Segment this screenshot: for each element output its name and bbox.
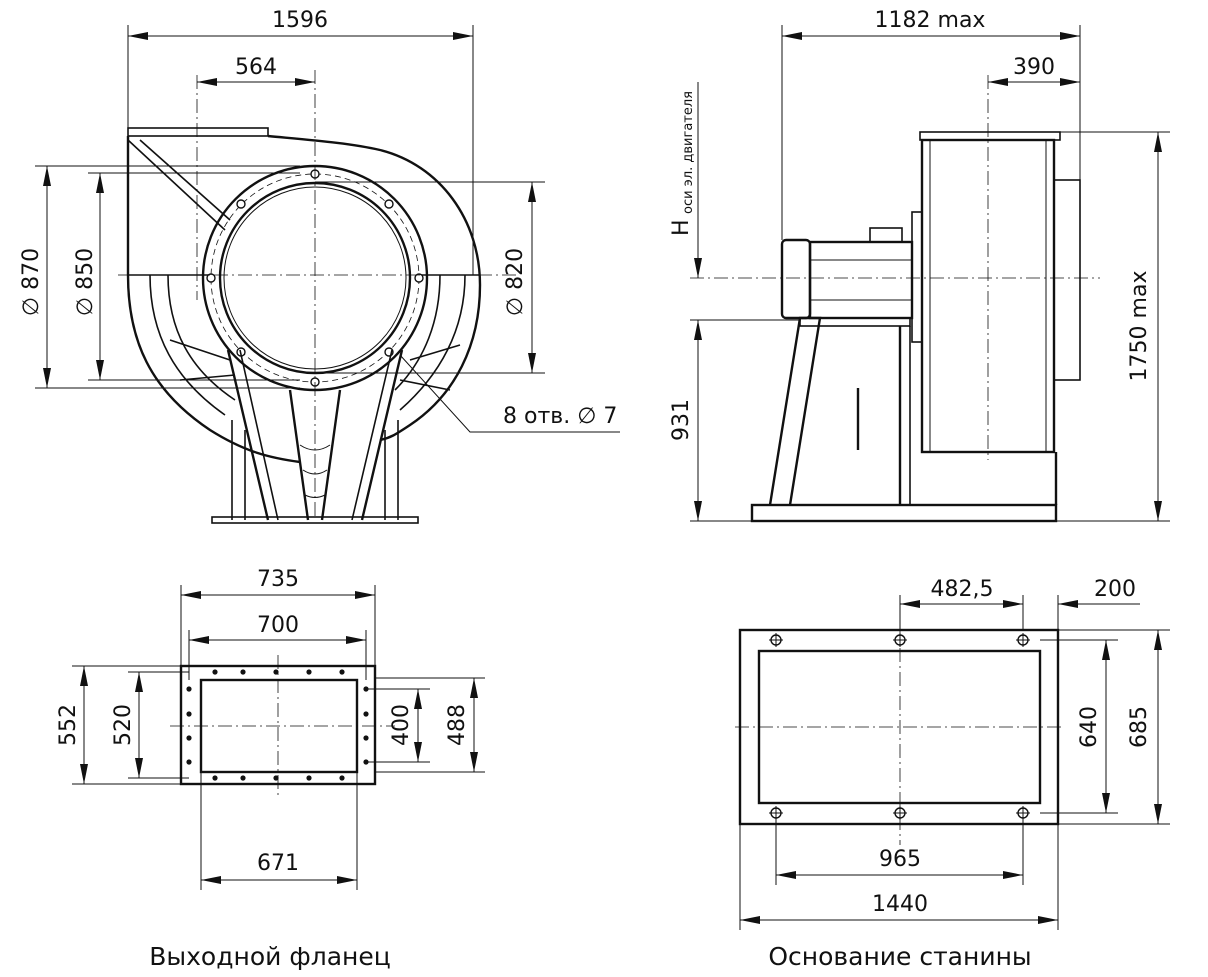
outlet-diagonal-2: [139, 139, 231, 221]
motor-axis-label-h: H: [669, 219, 694, 236]
dim-width-total-label: 1596: [272, 8, 328, 33]
inlet-hole: [236, 199, 246, 209]
scroll-inner-4: [399, 274, 466, 411]
scroll-inner-1: [149, 274, 226, 416]
dim-base-outer-w-label: 1440: [872, 892, 928, 917]
motor-axis-label-sub: оси эл. двигателя: [681, 91, 696, 214]
inlet-hole: [384, 199, 394, 209]
dim-depth-max-label: 1182 max: [875, 8, 986, 33]
side-inlet: [1053, 179, 1081, 381]
holes-label: 8 отв. ∅ 7: [503, 404, 617, 429]
side-view: 1182 max 390 1750 max 931 H оси эл. двиг…: [669, 8, 1170, 523]
scroll-inner-2: [167, 274, 236, 401]
inlet-hole: [206, 273, 216, 283]
dim-dia-870-label: ∅ 870: [19, 248, 44, 316]
dim-flange-bolt-w-label: 671: [257, 851, 299, 876]
dim-base-inner-h-label: 640: [1077, 706, 1102, 748]
front-view: 1596 564 ∅ 870 ∅ 850 ∅ 820 8 отв. ∅ 7: [19, 8, 620, 524]
inlet-hole: [414, 273, 424, 283]
outlet-diagonal-1: [127, 139, 226, 231]
frame-base: [750, 503, 1058, 523]
outlet-flange-view: 735 700 671 552 520 400 488 Выходной фла…: [56, 567, 485, 971]
outlet-flange-caption: Выходной фланец: [149, 942, 391, 971]
dim-outlet-offset-label: 564: [235, 55, 277, 80]
dim-dia-820-label: ∅ 820: [503, 248, 528, 316]
dim-flange-inner-h-label: 520: [111, 704, 136, 746]
base-holes: [769, 633, 1030, 820]
motor-terminal-box: [869, 227, 903, 243]
flange-bolts: [186, 669, 369, 781]
dim-axis-height-label: 931: [669, 399, 694, 441]
side-motor-flange: [911, 211, 923, 343]
dim-base-outer-h-label: 685: [1127, 706, 1152, 748]
dim-base-edge-offset-label: 200: [1094, 577, 1136, 602]
scroll-inner-3: [394, 274, 441, 391]
scroll-braces: [169, 339, 461, 391]
dim-flange-bolt-h2-label: 488: [445, 704, 470, 746]
dim-flange-inner-w-label: 700: [257, 613, 299, 638]
dim-height-max-label: 1750 max: [1127, 271, 1152, 382]
dim-flange-outer-h-label: 552: [56, 704, 81, 746]
stand-legs-inner: [239, 349, 393, 521]
frame-base-caption: Основание станины: [768, 942, 1031, 971]
dim-base-hole-pitch-label: 482,5: [931, 577, 994, 602]
frame-top: [799, 317, 911, 327]
dim-flange-bolt-h-label: 400: [389, 704, 414, 746]
dim-flange-outer-w-label: 735: [257, 567, 299, 592]
frame-base-view: 482,5 200 640 685 965 1440 Основание ста…: [735, 577, 1170, 971]
dim-dia-850-label: ∅ 850: [73, 248, 98, 316]
motor-fan-cover: [780, 238, 812, 320]
motor-body: [808, 240, 914, 320]
outlet-flange-top: [127, 127, 269, 137]
stand-legs: [226, 349, 404, 521]
holes-leader: [399, 354, 620, 433]
scroll-housing-right: [267, 134, 482, 442]
scroll-housing-left: [126, 136, 301, 464]
frame-leg-front: [768, 316, 822, 506]
dim-motor-offset-label: 390: [1013, 55, 1055, 80]
stand-base: [211, 516, 419, 524]
dim-base-hole-span-label: 965: [879, 847, 921, 872]
